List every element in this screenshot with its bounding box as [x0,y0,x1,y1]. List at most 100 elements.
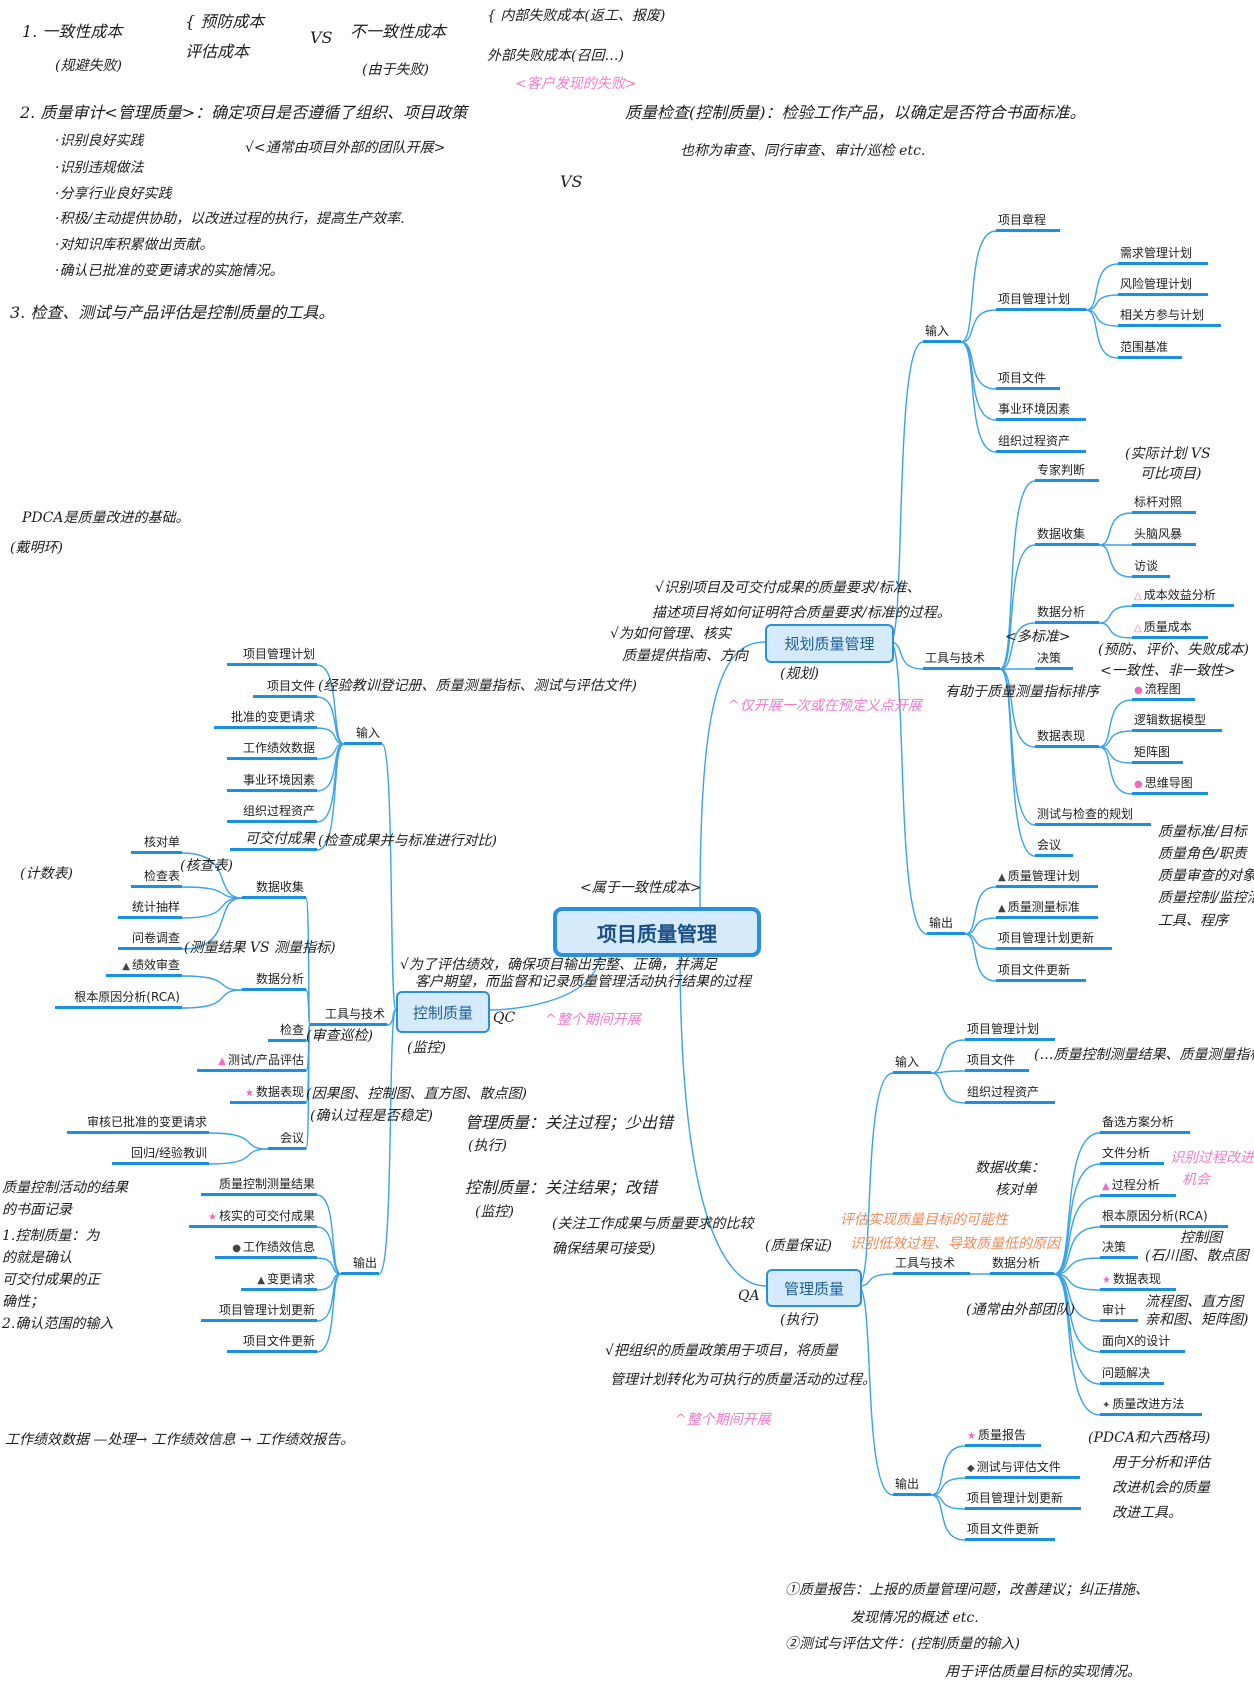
handwritten-note: 亲和图、矩阵图) [1145,1312,1249,1328]
node-manage-outputs-3[interactable]: 项目文件更新 [965,1521,1055,1541]
handwritten-note: ·识别违规做法 [55,160,144,176]
node-control-output[interactable]: 输出 [341,1255,379,1275]
node-control-data-analysis-0[interactable]: ▲绩效审查 [106,957,182,977]
connector-line [1053,1132,1101,1275]
node-control-tool-items-0[interactable]: 数据收集 [242,879,306,899]
handwritten-note: 1. 一致性成本 [22,22,123,41]
handwritten-note: 质量标准/目标 [1158,824,1247,840]
node-control-meetings-0[interactable]: 审核已批准的变更请求 [67,1114,209,1134]
node-manage-outputs-2[interactable]: 项目管理计划更新 [965,1490,1081,1510]
node-plan-pmp-sub-1[interactable]: 风险管理计划 [1118,276,1208,296]
node-control-inputs-0[interactable]: 项目管理计划 [227,646,317,666]
node-plan-tool-items-5[interactable]: 测试与检查的规划 [1035,806,1151,826]
node-control-outputs-1[interactable]: ★核实的可交付成果 [189,1208,317,1228]
node-plan-tool-items-4[interactable]: 数据表现 [1035,728,1099,748]
node-manage-inputs-0[interactable]: 项目管理计划 [965,1021,1055,1041]
node-plan-data-repr-0[interactable]: ●流程图 [1132,681,1195,701]
node-control-tools[interactable]: 工具与技术 [310,1006,387,1026]
node-plan-inputs-4[interactable]: 组织过程资产 [996,433,1086,453]
node-control-inputs-6[interactable]: 可交付成果 [230,831,317,851]
handwritten-note: 流程图、直方图 [1145,1294,1243,1310]
handwritten-note: (确认过程是否稳定) [310,1108,433,1124]
node-control-inputs-2[interactable]: 批准的变更请求 [214,709,317,729]
node-manage-input[interactable]: 输入 [893,1054,931,1074]
node-plan-data-analysis-1[interactable]: △质量成本 [1132,619,1208,639]
node-manage-tool-items-2[interactable]: ▲过程分析 [1100,1177,1176,1197]
connector-line [381,743,397,1011]
node-plan-data-collection-2[interactable]: 访谈 [1132,558,1170,578]
node-plan-inputs-1[interactable]: 项目管理计划 [996,291,1086,311]
node-plan-tool-items-3[interactable]: 决策 [1035,650,1073,670]
node-control-tool-items-3[interactable]: ▲测试/产品评估 [196,1052,306,1072]
node-manage-tool-items-1[interactable]: 文件分析 [1100,1145,1164,1165]
node-control-tool-items-2[interactable]: 检查 [268,1022,306,1042]
node-control-inputs-1[interactable]: 项目文件 [253,678,317,698]
node-control-inputs-4[interactable]: 事业环境因素 [227,772,317,792]
node-plan-data-analysis-0[interactable]: △成本效益分析 [1132,587,1234,607]
process-manage-quality[interactable]: 管理质量 [766,1269,862,1307]
node-control-outputs-2[interactable]: ●工作绩效信息 [215,1239,317,1259]
node-plan-tool-items-1[interactable]: 数据收集 [1035,526,1099,546]
node-plan-output[interactable]: 输出 [927,915,965,935]
node-control-inputs-5[interactable]: 组织过程资产 [227,803,317,823]
node-manage-inputs-1[interactable]: 项目文件 [965,1052,1029,1072]
node-plan-data-collection-1[interactable]: 头脑风暴 [1132,526,1196,546]
node-manage-outputs-0[interactable]: ★质量报告 [965,1427,1041,1447]
node-plan-tools[interactable]: 工具与技术 [923,650,1000,670]
node-control-tool-items-1[interactable]: 数据分析 [242,971,306,991]
node-manage-outputs-1[interactable]: ◆测试与评估文件 [965,1459,1080,1479]
process-control-quality[interactable]: 控制质量 [396,991,490,1033]
node-plan-data-repr-1[interactable]: 逻辑数据模型 [1132,712,1222,732]
connector-line [181,975,243,991]
node-manage-inputs-2[interactable]: 组织过程资产 [965,1084,1055,1104]
node-manage-data-analysis[interactable]: 数据分析 [990,1255,1054,1275]
node-manage-tool-items-4[interactable]: 决策 [1100,1239,1138,1259]
central-topic[interactable]: 项目质量管理 [553,907,761,957]
node-manage-tool-items-8[interactable]: 问题解决 [1100,1365,1164,1385]
connector-line [378,1009,397,1275]
node-plan-input[interactable]: 输入 [923,323,961,343]
node-plan-pmp-sub-2[interactable]: 相关方参与计划 [1118,307,1221,327]
process-plan-quality-management[interactable]: 规划质量管理 [765,624,894,663]
node-plan-inputs-3[interactable]: 事业环境因素 [996,401,1086,421]
node-manage-output[interactable]: 输出 [893,1476,931,1496]
node-control-data-collection-0[interactable]: 核对单 [131,834,182,854]
node-manage-tool-items-9[interactable]: ✦质量改进方法 [1100,1396,1202,1416]
handwritten-note: (核查表) [180,858,233,874]
node-plan-outputs-3[interactable]: 项目文件更新 [996,962,1086,982]
node-plan-inputs-2[interactable]: 项目文件 [996,370,1060,390]
node-plan-data-collection-0[interactable]: 标杆对照 [1132,494,1196,514]
node-control-data-analysis-1[interactable]: 根本原因分析(RCA) [54,989,182,1009]
node-control-data-collection-2[interactable]: 统计抽样 [118,899,182,919]
handwritten-note: (石川图、散点图 [1145,1248,1249,1264]
node-manage-tool-items-3[interactable]: 根本原因分析(RCA) [1100,1208,1228,1228]
node-label: 项目文件更新 [998,963,1071,977]
node-plan-tool-items-6[interactable]: 会议 [1035,837,1073,857]
node-control-outputs-4[interactable]: 项目管理计划更新 [201,1302,317,1322]
node-manage-tool-items-0[interactable]: 备选方案分析 [1100,1114,1190,1134]
node-control-meetings-1[interactable]: 回归/经验教训 [111,1145,209,1165]
node-control-data-collection-3[interactable]: 问卷调查 [118,930,182,950]
node-control-tool-items-5[interactable]: 会议 [268,1130,306,1150]
node-control-outputs-0[interactable]: 质量控制测量结果 [201,1176,317,1196]
node-plan-inputs-0[interactable]: 项目章程 [996,212,1060,232]
node-control-inputs-3[interactable]: 工作绩效数据 [227,740,317,760]
node-plan-data-repr-3[interactable]: ●思维导图 [1132,775,1208,795]
node-manage-tool-items-6[interactable]: 审计 [1100,1302,1138,1322]
node-plan-tool-items-0[interactable]: 专家判断 [1035,462,1099,482]
node-control-outputs-3[interactable]: ▲变更请求 [241,1271,317,1291]
node-plan-outputs-2[interactable]: 项目管理计划更新 [996,930,1112,950]
node-control-data-collection-1[interactable]: 检查表 [131,868,182,888]
node-plan-tool-items-2[interactable]: 数据分析 [1035,604,1099,624]
node-plan-pmp-sub-0[interactable]: 需求管理计划 [1118,245,1208,265]
node-manage-tools[interactable]: 工具与技术 [893,1255,970,1275]
node-control-outputs-5[interactable]: 项目文件更新 [227,1333,317,1353]
node-manage-tool-items-5[interactable]: ★数据表现 [1100,1271,1176,1291]
node-control-tool-items-4[interactable]: ★数据表现 [230,1084,306,1104]
node-plan-outputs-1[interactable]: ▲质量测量标准 [996,899,1098,919]
node-manage-tool-items-7[interactable]: 面向X的设计 [1100,1333,1185,1353]
node-plan-outputs-0[interactable]: ▲质量管理计划 [996,868,1098,888]
node-plan-data-repr-2[interactable]: 矩阵图 [1132,744,1183,764]
node-control-input[interactable]: 输入 [344,725,382,745]
node-plan-pmp-sub-3[interactable]: 范围基准 [1118,339,1182,359]
